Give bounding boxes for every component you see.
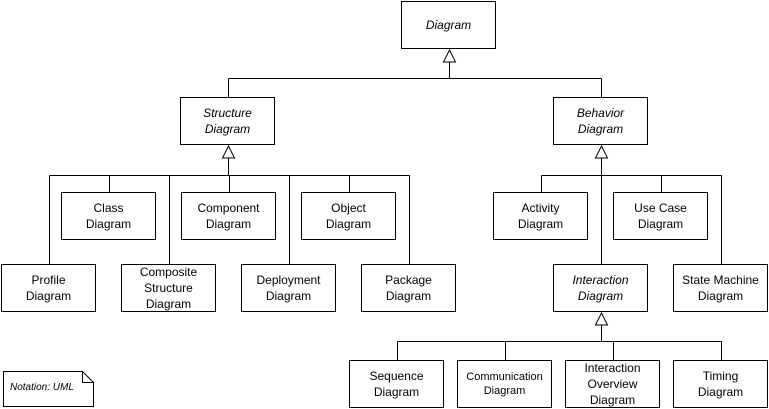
behavior-label-line: Behavior [576, 106, 625, 120]
class-label-line: Class [93, 201, 124, 215]
structure-label-line: Diagram [204, 122, 251, 136]
structure-generalization-arrowhead [221, 144, 236, 159]
timing-label-line: Diagram [697, 385, 744, 399]
interaction-generalization-arrowhead [594, 311, 609, 326]
deployment-label-line: Deployment [256, 273, 321, 287]
sequence-label-line: Diagram [373, 385, 420, 399]
profile-label-line: Diagram [25, 289, 72, 303]
activity-label-line: Diagram [517, 217, 564, 231]
diagram-generalization-arrowhead [442, 48, 457, 63]
class-label-line: Diagram [85, 217, 132, 231]
notation-note: Notation: UML [3, 371, 94, 407]
behavior-generalization-arrowhead [594, 144, 609, 159]
interactionoverview-label-line: Interaction [584, 361, 641, 375]
usecase-label-line: Use Case [634, 201, 687, 215]
usecase-label-line: Diagram [637, 217, 684, 231]
interactionoverview-label-line: Overview [587, 377, 638, 391]
communication-label-line: Communication [466, 371, 543, 383]
deployment-label-line: Diagram [265, 289, 312, 303]
timing-label-line: Timing [702, 369, 739, 383]
structure-label-line: Structure [203, 106, 252, 120]
interactionoverview-label-line: Diagram [589, 393, 636, 407]
object-label-line: Object [331, 201, 366, 215]
component-label-line: Component [197, 201, 260, 215]
notation-note-text: Notation: UML [10, 382, 74, 393]
statemachine-label-line: State Machine [682, 273, 759, 287]
object-label-line: Diagram [325, 217, 372, 231]
statemachine-label-line: Diagram [697, 289, 744, 303]
interaction-label-line: Diagram [577, 289, 624, 303]
component-label-line: Diagram [205, 217, 252, 231]
diagram-label-line: Diagram [425, 18, 472, 32]
activity-label-line: Activity [521, 201, 560, 215]
sequence-label-line: Sequence [369, 369, 424, 383]
composite-label-line: Diagram [145, 297, 192, 311]
interaction-label-line: Interaction [572, 273, 629, 287]
profile-label-line: Profile [31, 273, 66, 287]
package-label-line: Package [385, 273, 432, 287]
package-label-line: Diagram [385, 289, 432, 303]
composite-label-line: Structure [144, 281, 193, 295]
communication-label-line: Diagram [483, 385, 526, 397]
diagram-diagram-box: Diagram [401, 1, 496, 49]
composite-label-line: Composite [139, 265, 198, 279]
behavior-label-line: Diagram [577, 122, 624, 136]
